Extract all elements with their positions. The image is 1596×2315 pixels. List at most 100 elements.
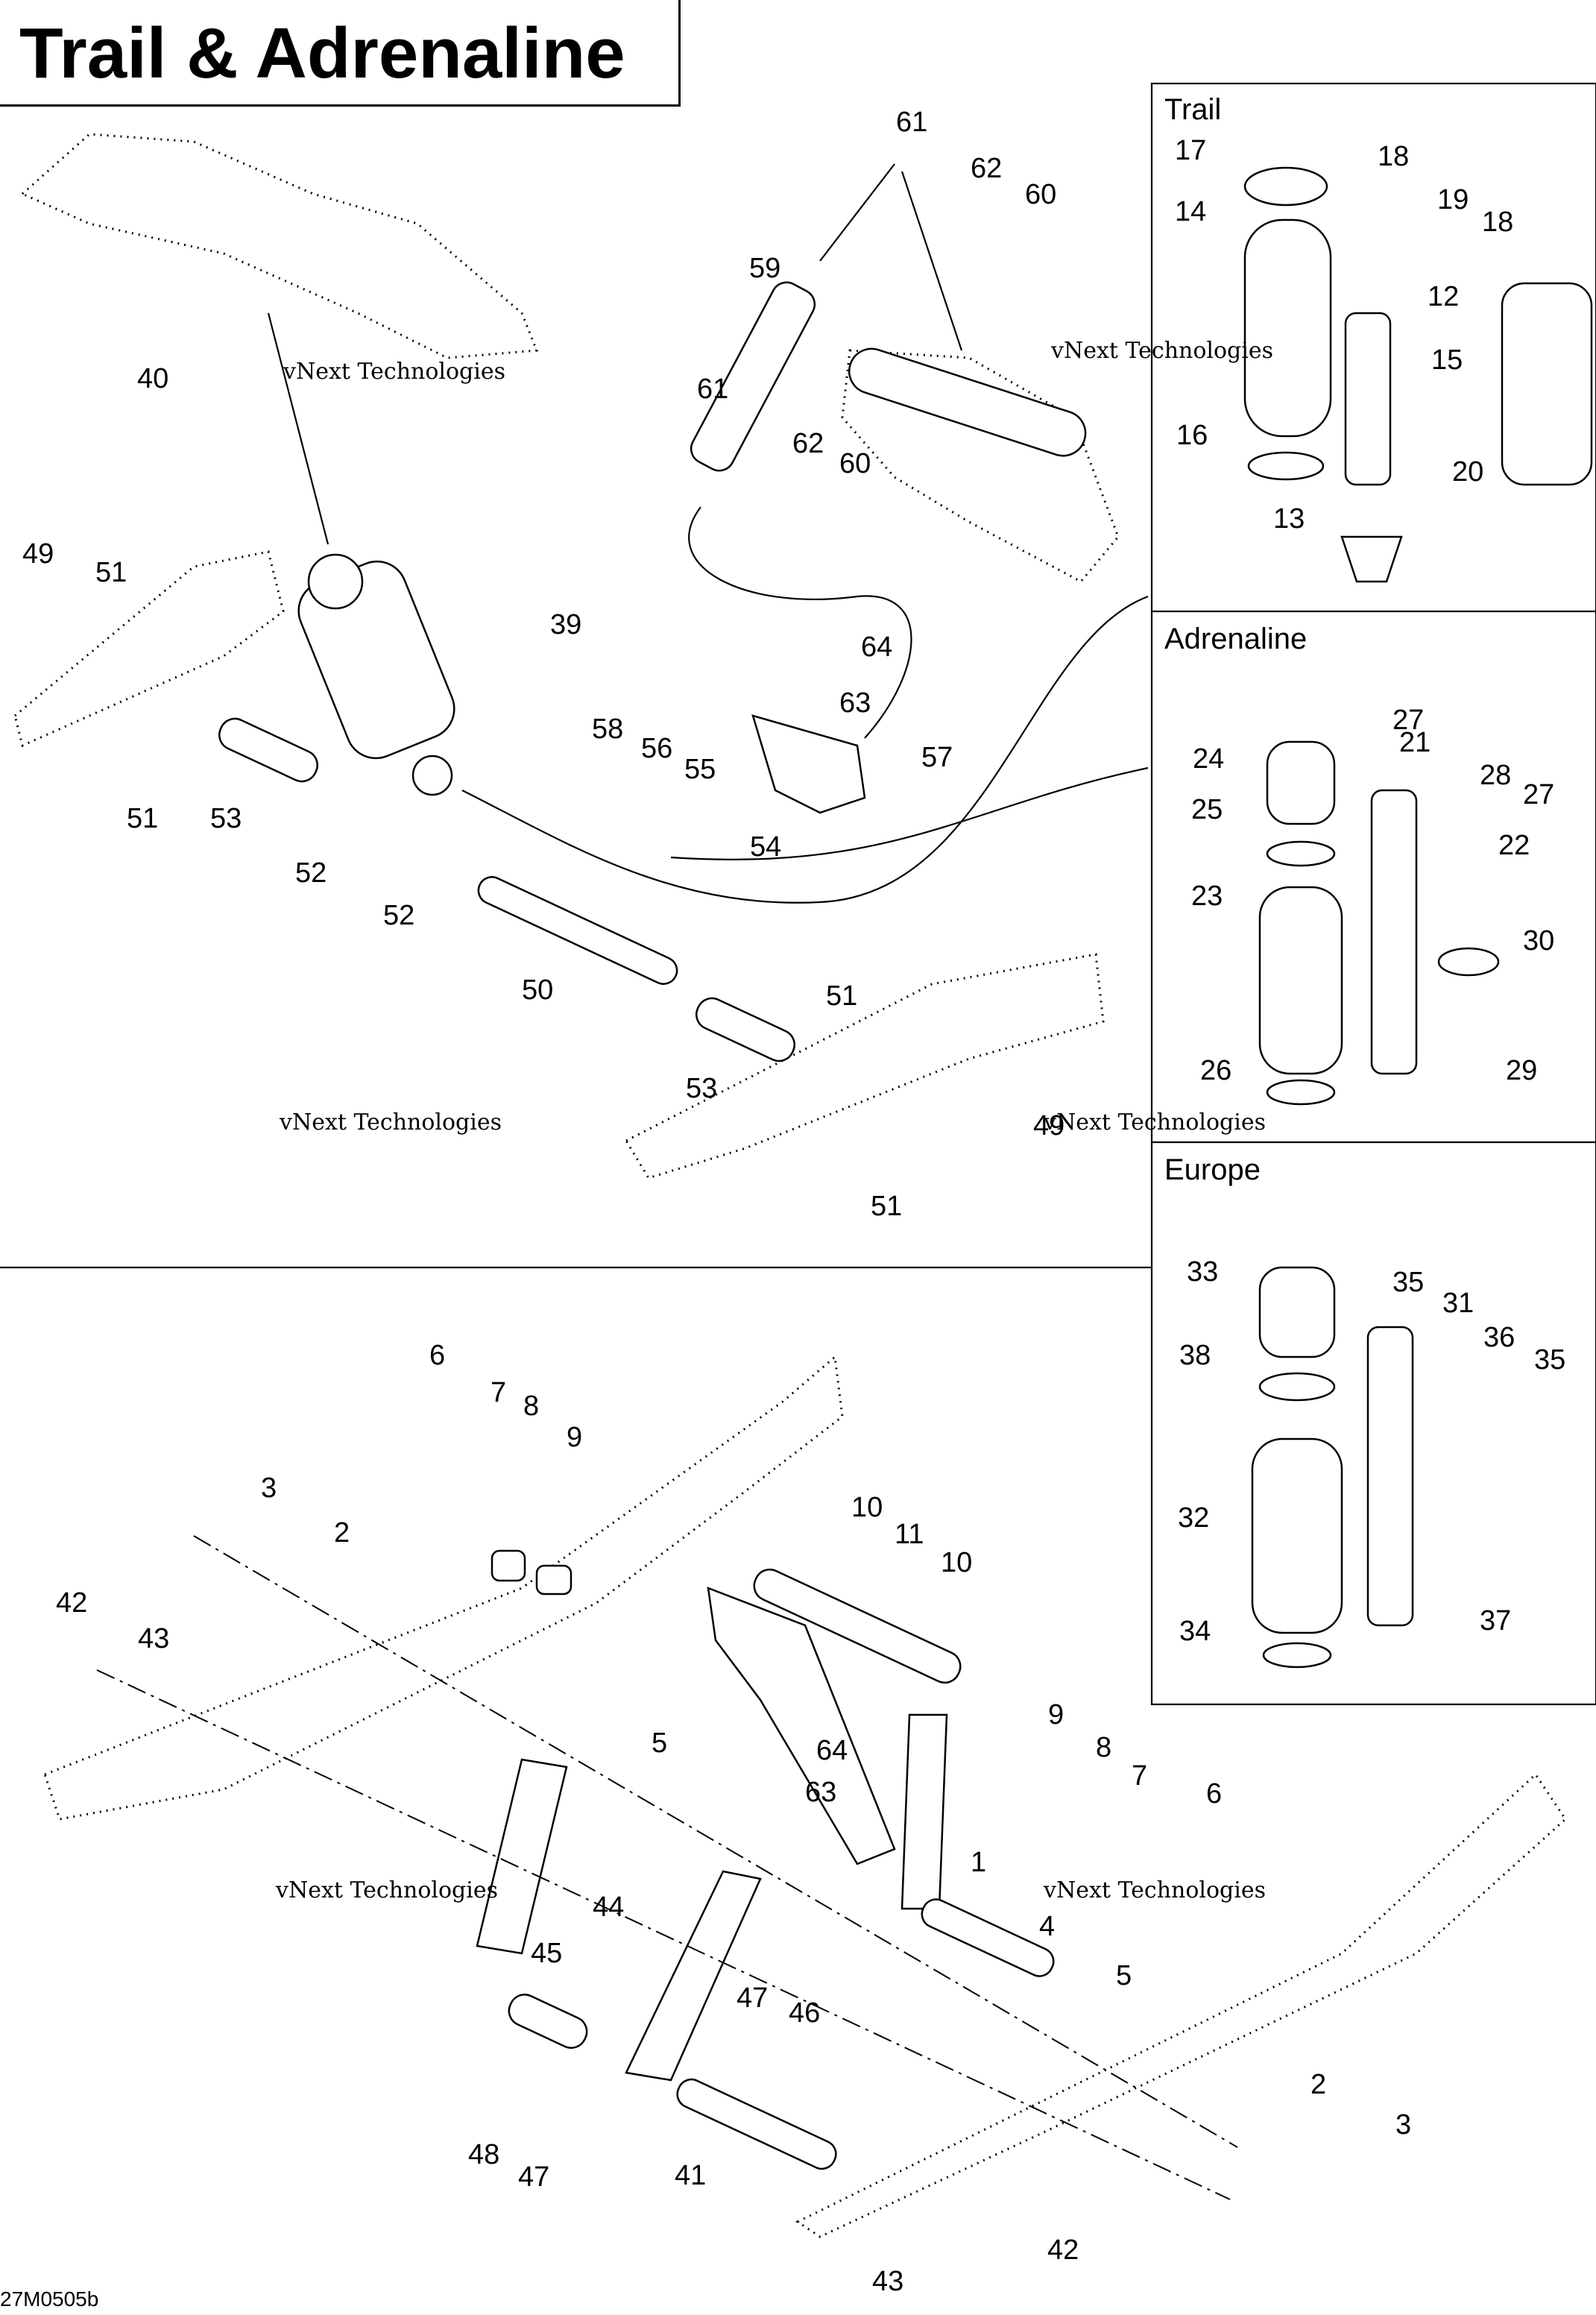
left-rail-upper bbox=[13, 550, 285, 748]
callout: 42 bbox=[56, 1587, 87, 1619]
variant-panel-frame bbox=[1150, 82, 1596, 1706]
callout: 64 bbox=[861, 631, 892, 663]
callout: 28 bbox=[1480, 760, 1511, 791]
callout: 24 bbox=[1193, 743, 1224, 775]
callout: 22 bbox=[1498, 830, 1530, 861]
callout: 9 bbox=[1048, 1699, 1064, 1730]
europe-shock-parts bbox=[1251, 1266, 1414, 1669]
callout: 27 bbox=[1392, 705, 1424, 736]
variant-panels: Trail Adrenaline Europe bbox=[1150, 82, 1596, 1706]
adr-spring-23 bbox=[1258, 886, 1343, 1075]
callout-labels: 61 62 60 59 61 62 60 40 49 51 39 64 63 5… bbox=[22, 107, 1565, 2297]
callout: 25 bbox=[1191, 794, 1223, 825]
callout: 51 bbox=[95, 557, 127, 588]
centerline-upper bbox=[193, 1535, 1238, 2148]
callout: 53 bbox=[210, 803, 242, 834]
callout: 29 bbox=[1506, 1055, 1537, 1086]
axle-50 bbox=[477, 876, 678, 985]
panel-label-adrenaline: Adrenaline bbox=[1164, 623, 1307, 655]
watermark-3: vNext Technologies bbox=[279, 1109, 502, 1136]
callout: 60 bbox=[839, 448, 871, 479]
callout: 60 bbox=[1025, 179, 1056, 210]
eu-collar-38 bbox=[1258, 1372, 1336, 1402]
front-arm-1 bbox=[707, 1587, 896, 1865]
callout: 37 bbox=[1480, 1605, 1511, 1637]
callout: 8 bbox=[1096, 1732, 1111, 1763]
callout: 61 bbox=[697, 374, 728, 405]
callout: 49 bbox=[1033, 1110, 1064, 1141]
callout: 3 bbox=[261, 1473, 277, 1504]
spacer-tube-53b bbox=[696, 997, 795, 1062]
watermark-2: vNext Technologies bbox=[1050, 338, 1273, 364]
callout: 39 bbox=[550, 609, 581, 640]
callout: 11 bbox=[895, 1519, 924, 1550]
callout: 55 bbox=[684, 754, 716, 785]
watermark-5: vNext Technologies bbox=[275, 1877, 498, 1903]
callout: 61 bbox=[896, 107, 927, 138]
trail-sleeve-15 bbox=[1501, 282, 1593, 486]
callout: 56 bbox=[641, 733, 672, 764]
callout: 62 bbox=[971, 153, 1002, 184]
adr-clip-26 bbox=[1266, 1079, 1336, 1106]
arrow-shock-to-frame bbox=[267, 312, 329, 545]
callout: 43 bbox=[138, 1623, 169, 1654]
trail-seat-16 bbox=[1247, 451, 1325, 481]
panel-label-trail: Trail bbox=[1164, 93, 1221, 126]
shock-rod bbox=[819, 163, 895, 262]
diagram-code: 27M0505b bbox=[0, 2287, 99, 2311]
spacer-9 bbox=[535, 1564, 573, 1596]
arrow-shock-to-arm bbox=[900, 171, 963, 351]
title-box: Trail & Adrenaline bbox=[0, 0, 681, 107]
torque-arm-shock-59 bbox=[690, 281, 816, 472]
right-rail-upper bbox=[624, 953, 1105, 1179]
callout: 57 bbox=[921, 742, 953, 773]
lower-assembly bbox=[43, 1355, 1567, 2238]
callout: 5 bbox=[652, 1727, 667, 1759]
callout: 35 bbox=[1392, 1267, 1424, 1298]
eu-shock-31 bbox=[1366, 1326, 1414, 1627]
panel-label-europe: Europe bbox=[1164, 1153, 1261, 1186]
callout: 43 bbox=[872, 2266, 903, 2297]
callout: 2 bbox=[1310, 2069, 1326, 2100]
link-44b bbox=[625, 1870, 762, 2082]
callout: 63 bbox=[805, 1777, 836, 1808]
callout: 50 bbox=[522, 974, 553, 1006]
adrenaline-shock-parts bbox=[1258, 740, 1500, 1106]
callout: 42 bbox=[1047, 2234, 1079, 2266]
shock-top-eye bbox=[307, 553, 364, 610]
eu-spring-33 bbox=[1258, 1266, 1336, 1358]
callout: 17 bbox=[1175, 135, 1206, 166]
callout: 21 bbox=[1399, 727, 1431, 758]
callout: 19 bbox=[1437, 184, 1469, 215]
callout: 51 bbox=[871, 1191, 902, 1222]
callout: 63 bbox=[839, 687, 871, 719]
callout: 47 bbox=[518, 2161, 549, 2193]
eu-clip-34 bbox=[1262, 1642, 1332, 1669]
callout: 59 bbox=[749, 253, 780, 284]
adr-spring-24 bbox=[1266, 740, 1336, 825]
callout: 58 bbox=[592, 714, 623, 745]
bracket-54 bbox=[751, 714, 866, 814]
callout: 44 bbox=[593, 1892, 624, 1923]
callout: 34 bbox=[1179, 1616, 1211, 1647]
page-title: Trail & Adrenaline bbox=[19, 13, 625, 93]
callout: 26 bbox=[1200, 1055, 1231, 1086]
callout: 33 bbox=[1187, 1256, 1218, 1288]
callout: 12 bbox=[1428, 281, 1459, 312]
callout: 64 bbox=[816, 1735, 848, 1766]
callout: 10 bbox=[851, 1492, 883, 1523]
callout: 32 bbox=[1178, 1502, 1209, 1534]
callout: 52 bbox=[295, 857, 327, 889]
callout: 16 bbox=[1176, 420, 1208, 451]
adr-cup-30 bbox=[1437, 947, 1500, 977]
callout: 13 bbox=[1273, 503, 1305, 535]
callout: 47 bbox=[737, 1982, 768, 2014]
callout: 31 bbox=[1442, 1288, 1474, 1319]
arm-cross-shaft bbox=[753, 1568, 962, 1684]
trail-shock-parts bbox=[1243, 166, 1593, 583]
callout: 27 bbox=[1523, 779, 1554, 810]
trail-shock-12 bbox=[1344, 312, 1392, 486]
axle-41 bbox=[676, 2078, 837, 2170]
bushing-8 bbox=[491, 1549, 526, 1582]
watermark-1: vNext Technologies bbox=[283, 359, 505, 385]
